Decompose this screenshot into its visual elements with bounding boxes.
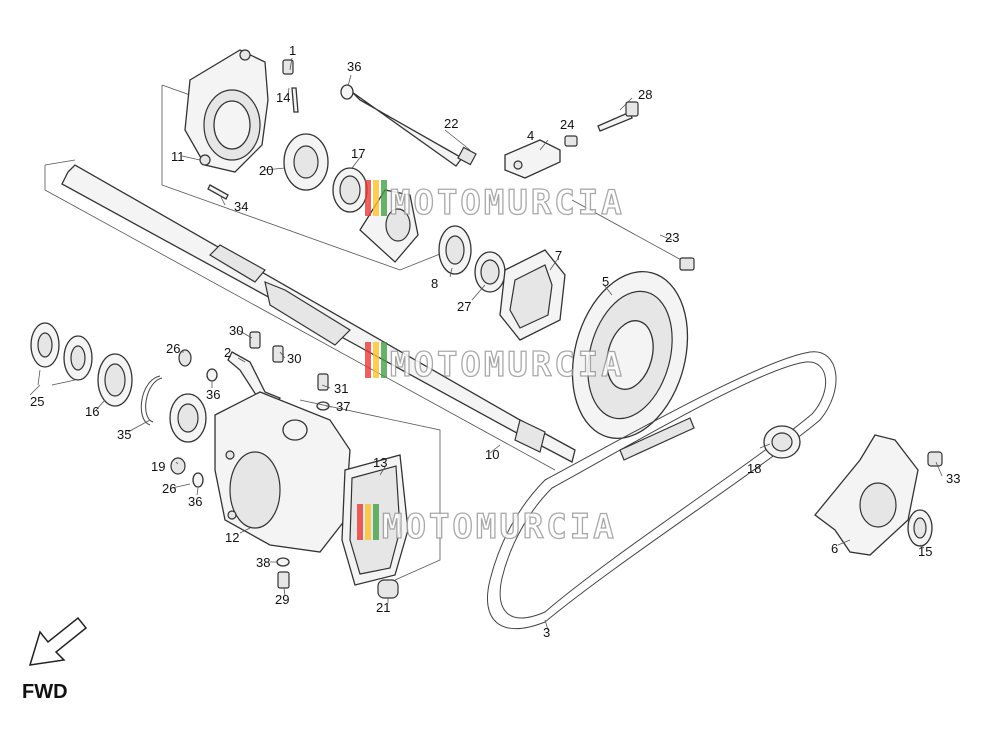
gasket: [499, 249, 566, 341]
callout-20: 20: [259, 163, 273, 178]
seal-pack-25: [30, 322, 93, 386]
bushing-21: [377, 579, 399, 599]
callout-14: 14: [276, 90, 290, 105]
forward-arrow-icon: [28, 616, 88, 666]
lock-washer: [438, 225, 472, 275]
needle-bearing: [763, 425, 801, 459]
callout-18: 18: [747, 461, 761, 476]
callout-26-bottom: 26: [162, 481, 176, 496]
callout-13: 13: [373, 455, 387, 470]
callout-26-top: 26: [166, 341, 180, 356]
callout-36-top: 36: [347, 59, 361, 74]
bolt-31: [317, 373, 329, 391]
callout-11: 11: [171, 149, 185, 164]
watermark-middle: MOTOMURCIA: [365, 342, 625, 386]
callout-23: 23: [665, 230, 679, 245]
seal: [332, 167, 368, 213]
forward-label: FWD: [22, 681, 68, 703]
callout-8: 8: [431, 276, 438, 291]
watermark-text-middle: MOTOMURCIA: [390, 345, 625, 385]
callout-38: 38: [256, 555, 270, 570]
drive-chain: [486, 351, 837, 630]
callout-17: 17: [351, 146, 365, 161]
ring-nut: [474, 251, 506, 293]
nut-19: [170, 457, 186, 475]
washer-36b: [192, 472, 204, 488]
pinch-bolt: [291, 87, 299, 113]
seal-15: [907, 509, 933, 547]
callout-6: 6: [831, 541, 838, 556]
callout-22: 22: [444, 116, 458, 131]
callout-19: 19: [151, 459, 165, 474]
carrier-group-outline: [161, 84, 451, 271]
sprocket: [571, 271, 689, 439]
bolt-33: [927, 451, 943, 467]
bolt-29: [277, 571, 290, 589]
callout-31: 31: [334, 381, 348, 396]
bolt-30b: [272, 345, 284, 363]
grease-nipple: [282, 59, 294, 75]
watermark-text-top: MOTOMURCIA: [390, 183, 625, 223]
bearing: [283, 133, 329, 191]
callout-4: 4: [527, 128, 534, 143]
callout-3: 3: [543, 625, 550, 640]
leader-lines: [29, 57, 943, 631]
chain-adjuster: [504, 139, 561, 179]
callout-labels: 1 14 36 22 28 24 4 11 20 17 34 23 7 8 5 …: [30, 43, 960, 640]
callout-33: 33: [946, 471, 960, 486]
callout-15: 15: [918, 544, 932, 559]
callout-30-left: 30: [229, 323, 243, 338]
callout-7: 7: [555, 248, 562, 263]
seal-16: [97, 353, 133, 407]
callout-36-mid: 36: [206, 387, 220, 402]
circlip-35: [140, 375, 163, 426]
callout-24: 24: [560, 117, 574, 132]
bolt-30a: [249, 331, 261, 349]
washer-36a: [206, 368, 218, 382]
callout-28: 28: [638, 87, 652, 102]
long-bolt-22: [340, 84, 477, 167]
callout-2: 2: [224, 345, 231, 360]
callout-30-right: 30: [287, 351, 301, 366]
callout-27: 27: [457, 299, 471, 314]
callout-21: 21: [376, 600, 390, 615]
bearing-inner: [169, 393, 207, 443]
callout-36-bottom: 36: [188, 494, 202, 509]
callout-1: 1: [289, 43, 296, 58]
callout-34: 34: [234, 199, 248, 214]
callout-16: 16: [85, 404, 99, 419]
callout-29: 29: [275, 592, 289, 607]
eccentric-housing: [184, 49, 269, 173]
nut-26a: [178, 349, 192, 367]
watermark-top: MOTOMURCIA: [365, 180, 625, 224]
bolt-28: [597, 101, 639, 132]
callout-25: 25: [30, 394, 44, 409]
callout-5: 5: [602, 274, 609, 289]
washer-38: [276, 557, 290, 567]
screw-34: [207, 184, 229, 200]
nut-24: [564, 135, 578, 147]
callout-10: 10: [485, 447, 499, 462]
swingarm-housing: [214, 391, 441, 581]
callout-12: 12: [225, 530, 239, 545]
long-bolt-23: [571, 199, 695, 271]
watermark-bottom: MOTOMURCIA: [357, 504, 617, 548]
callout-35: 35: [117, 427, 131, 442]
watermark-text-bottom: MOTOMURCIA: [382, 507, 617, 547]
callout-37: 37: [336, 399, 350, 414]
caliper-bracket: [814, 434, 919, 556]
